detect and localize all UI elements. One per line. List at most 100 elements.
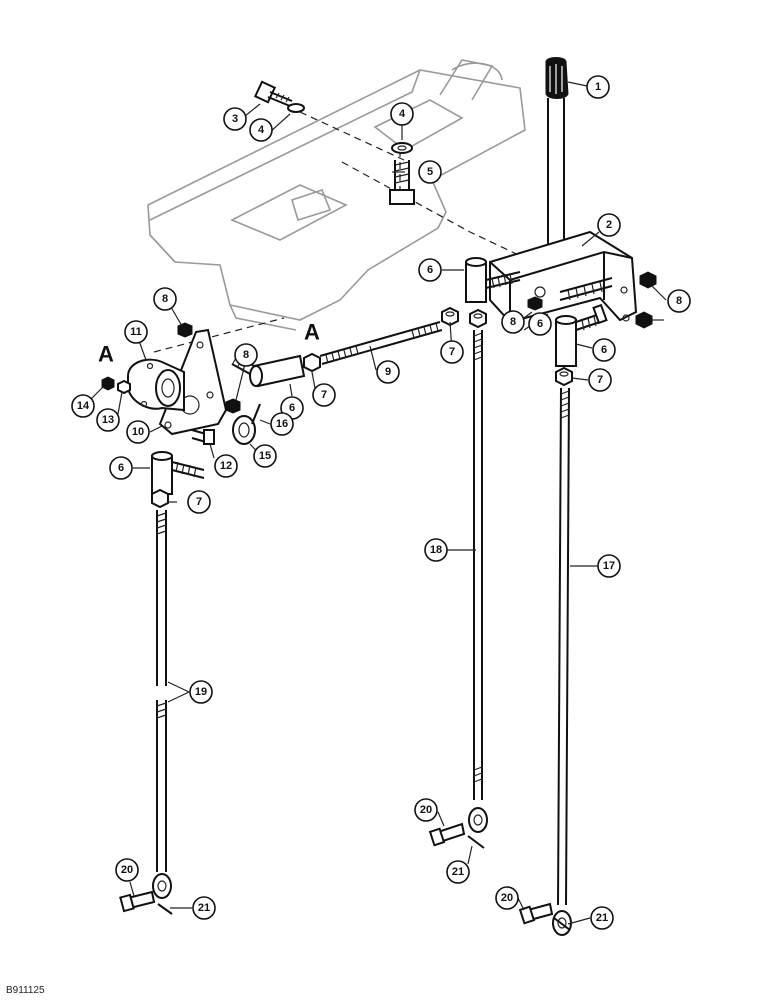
callout-14: 14: [71, 394, 95, 418]
svg-text:11: 11: [130, 326, 142, 338]
svg-text:7: 7: [321, 389, 327, 401]
callout-6: 6: [418, 258, 442, 282]
nut-part-8d: [177, 322, 193, 338]
callout-16: 16: [270, 412, 294, 436]
section-marker-a: A: [98, 342, 114, 367]
callout-3: 3: [223, 107, 247, 131]
nut-part-7d: [303, 352, 321, 373]
svg-text:8: 8: [243, 349, 249, 361]
washer-part-4: [287, 103, 305, 113]
nut-part-7e: [151, 488, 169, 509]
pivot-pin-part-6e: [151, 451, 205, 495]
svg-text:5: 5: [427, 166, 433, 178]
bolt-part-5: [389, 160, 415, 205]
callout-15: 15: [253, 444, 277, 468]
svg-text:20: 20: [501, 892, 513, 904]
callout-4: 4: [390, 102, 414, 126]
callout-12: 12: [214, 454, 238, 478]
callout-1: 1: [586, 75, 610, 99]
callout-2: 2: [597, 213, 621, 237]
clevis-bolt-part-20c: [119, 890, 156, 913]
svg-text:8: 8: [510, 316, 516, 328]
svg-text:4: 4: [399, 108, 406, 120]
cotter-pin-part-21b: [553, 917, 571, 931]
cotter-pin-part-16: [251, 403, 261, 425]
svg-text:12: 12: [220, 460, 232, 472]
cotter-pin-part-21a: [467, 835, 485, 849]
shift-knob-part-1: [545, 57, 569, 99]
section-marker-a: A: [304, 320, 320, 345]
callout-19: 19: [189, 680, 213, 704]
cotter-pin-part-21c: [157, 903, 173, 915]
nut-part-8c: [527, 296, 543, 311]
callout-7: 7: [588, 368, 612, 392]
callout-5: 5: [418, 160, 442, 184]
callout-20: 20: [414, 798, 438, 822]
nut-part-8a: [639, 271, 657, 289]
svg-text:7: 7: [196, 496, 202, 508]
pivot-pin-part-6a: [465, 257, 521, 303]
callout-21: 21: [192, 896, 216, 920]
nut-part-8b: [635, 311, 653, 329]
nut-part-13: [117, 379, 131, 395]
svg-text:6: 6: [601, 344, 607, 356]
svg-text:18: 18: [430, 544, 442, 556]
pivot-pin-part-6b: [559, 277, 613, 301]
callout-11: 11: [124, 320, 148, 344]
leader-lines: [83, 81, 667, 925]
callout-17: 17: [597, 554, 621, 578]
reference-line: [153, 317, 285, 353]
nut-part-8e: [225, 398, 241, 414]
shift-rod-part-18: [468, 330, 488, 833]
callout-21: 21: [590, 906, 614, 930]
callout-6: 6: [109, 456, 133, 480]
svg-text:8: 8: [676, 295, 682, 307]
nut-part-7a: [441, 306, 459, 327]
washer-part-4b: [391, 142, 413, 154]
svg-text:21: 21: [452, 866, 464, 878]
svg-text:6: 6: [427, 264, 433, 276]
callout-20: 20: [495, 886, 519, 910]
clevis-bolt-part-20a: [428, 822, 466, 847]
svg-text:8: 8: [162, 293, 168, 305]
svg-text:14: 14: [77, 400, 90, 412]
callout-18: 18: [424, 538, 448, 562]
svg-text:20: 20: [121, 864, 133, 876]
svg-text:7: 7: [597, 374, 603, 386]
washer-part-15: [232, 415, 256, 445]
threaded-rod-part-9: [319, 321, 443, 365]
svg-text:15: 15: [259, 450, 271, 462]
reference-line: [341, 161, 547, 269]
callout-20: 20: [115, 858, 139, 882]
callout-8: 8: [234, 343, 258, 367]
callout-7: 7: [440, 340, 464, 364]
reference-line: [299, 111, 405, 161]
callout-13: 13: [96, 408, 120, 432]
svg-text:6: 6: [118, 462, 124, 474]
figure-code: B911125: [6, 985, 45, 996]
nut-part-7b: [469, 308, 487, 329]
bolt-part-12: [191, 429, 215, 445]
svg-text:13: 13: [102, 414, 114, 426]
bracket-part-2: [489, 230, 638, 324]
svg-text:16: 16: [276, 418, 288, 430]
svg-text:6: 6: [537, 318, 543, 330]
callout-10: 10: [126, 420, 150, 444]
callout-9: 9: [376, 360, 400, 384]
bearing-housing-part-11: [127, 358, 185, 412]
shift-rod-part-19: [152, 510, 172, 899]
svg-text:2: 2: [606, 219, 612, 231]
svg-text:21: 21: [198, 902, 210, 914]
svg-text:1: 1: [595, 81, 601, 93]
svg-text:19: 19: [195, 686, 207, 698]
svg-text:17: 17: [603, 560, 615, 572]
shift-rod-part-17: [552, 387, 572, 936]
svg-text:21: 21: [596, 912, 608, 924]
pivot-pin-part-6d: [249, 354, 306, 388]
svg-text:4: 4: [258, 124, 265, 136]
clevis-bolt-part-20b: [518, 902, 554, 925]
callout-8: 8: [153, 287, 177, 311]
callout-7: 7: [312, 383, 336, 407]
